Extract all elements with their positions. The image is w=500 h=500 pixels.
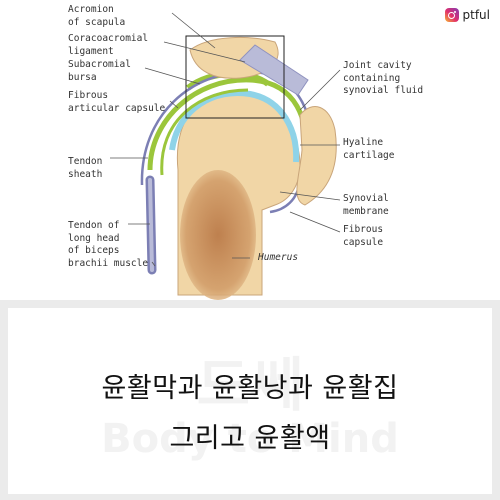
label-synovial-membrane: Synovial membrane [343,193,389,217]
label-humerus: Humerus [258,252,299,263]
shoulder-joint-illustration [110,12,341,300]
leader-lines [110,12,341,267]
label-biceps-tendon: Tendon of long head of biceps brachii mu… [68,220,149,269]
hyaline-cartilage [169,90,300,163]
instagram-icon [444,8,459,22]
instagram-handle-text: ptful [462,8,491,22]
label-fibrous-capsule: Fibrous capsule [343,224,384,248]
caption-card: 드쎄 Body to Mind 윤활막과 윤활낭과 윤활집 그리고 윤활액 [0,300,500,500]
watermark-top: 드쎄 [196,351,304,419]
instagram-handle[interactable]: ptful [444,8,491,22]
inset-box [185,35,285,119]
label-subacromial-bursa: Subacromial bursa [68,59,131,83]
label-hyaline-cartilage: Hyaline cartilage [343,137,395,161]
bone-marrow [180,170,256,300]
caption-panel: 드쎄 Body to Mind 윤활막과 윤활낭과 윤활집 그리고 윤활액 [8,308,492,494]
label-acromion: Acromion of scapula [68,4,126,28]
label-fibrous-articular-capsule: Fibrous articular capsule [68,90,166,114]
label-joint-cavity: Joint cavity containing synovial fluid [343,60,424,96]
coracoacromial-ligament [239,44,309,96]
caption-line-2: 그리고 윤활액 [169,423,331,454]
shoulder-joint-diagram: Acromion of scapula Coracoacromial ligam… [68,4,491,300]
label-coracoacromial-ligament: Coracoacromial ligament [68,33,149,57]
scapula-glenoid [296,106,337,206]
watermark-bottom: Body to Mind [101,416,399,462]
label-tendon-sheath: Tendon sheath [68,156,103,180]
caption-line-1: 윤활막과 윤활낭과 윤활집 [101,373,399,404]
